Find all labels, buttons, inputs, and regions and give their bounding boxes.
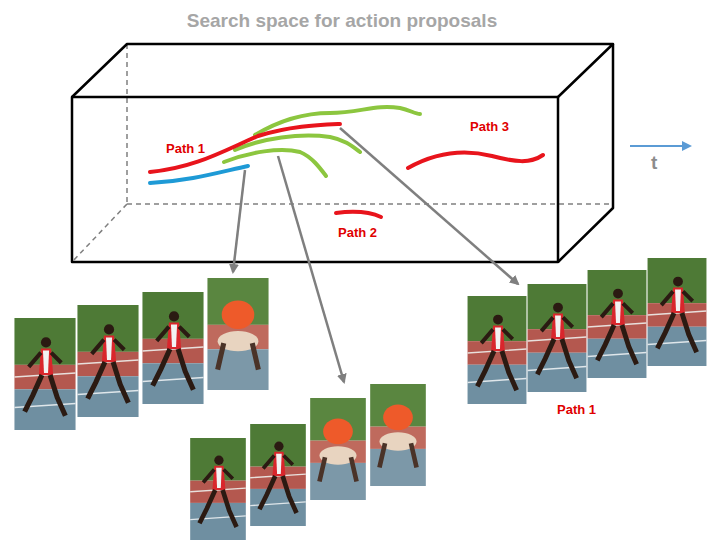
leader-arrow xyxy=(233,170,245,272)
video-frame xyxy=(588,270,647,378)
cuboid-top xyxy=(72,44,613,97)
axis-label: t xyxy=(651,152,657,174)
video-frame xyxy=(250,424,306,526)
time-arrow xyxy=(630,145,690,147)
hidden-edge xyxy=(127,203,613,205)
cuboid-side xyxy=(558,44,613,262)
hidden-edge xyxy=(72,204,127,262)
frame-strip xyxy=(468,258,707,404)
title: Search space for action proposals xyxy=(187,10,497,32)
leader-arrow xyxy=(278,156,344,382)
video-frame xyxy=(207,278,268,390)
video-frame xyxy=(370,384,426,486)
hidden-edge xyxy=(126,44,128,204)
video-frame xyxy=(190,438,246,540)
video-frame xyxy=(648,258,707,366)
leader-arrows xyxy=(233,128,518,382)
green-path xyxy=(224,150,326,176)
video-frame xyxy=(77,305,138,417)
frame-strip xyxy=(14,278,268,430)
red-path xyxy=(336,212,381,217)
red-path xyxy=(408,152,543,168)
cuboid-front xyxy=(72,97,558,262)
paths xyxy=(150,107,543,217)
video-frame xyxy=(14,318,75,430)
video-frame xyxy=(468,296,527,404)
video-frame xyxy=(528,284,587,392)
path-label: Path 2 xyxy=(338,226,377,241)
video-frame xyxy=(310,398,366,500)
frame-strip xyxy=(190,384,426,540)
video-frame xyxy=(142,292,203,404)
leader-arrow xyxy=(340,128,518,284)
path-label: Path 3 xyxy=(470,120,509,135)
path-label: Path 1 xyxy=(166,142,205,157)
cuboid xyxy=(72,44,613,262)
hidden-edges xyxy=(72,44,613,262)
path-label: Path 1 xyxy=(557,403,596,418)
red-path xyxy=(150,124,340,172)
